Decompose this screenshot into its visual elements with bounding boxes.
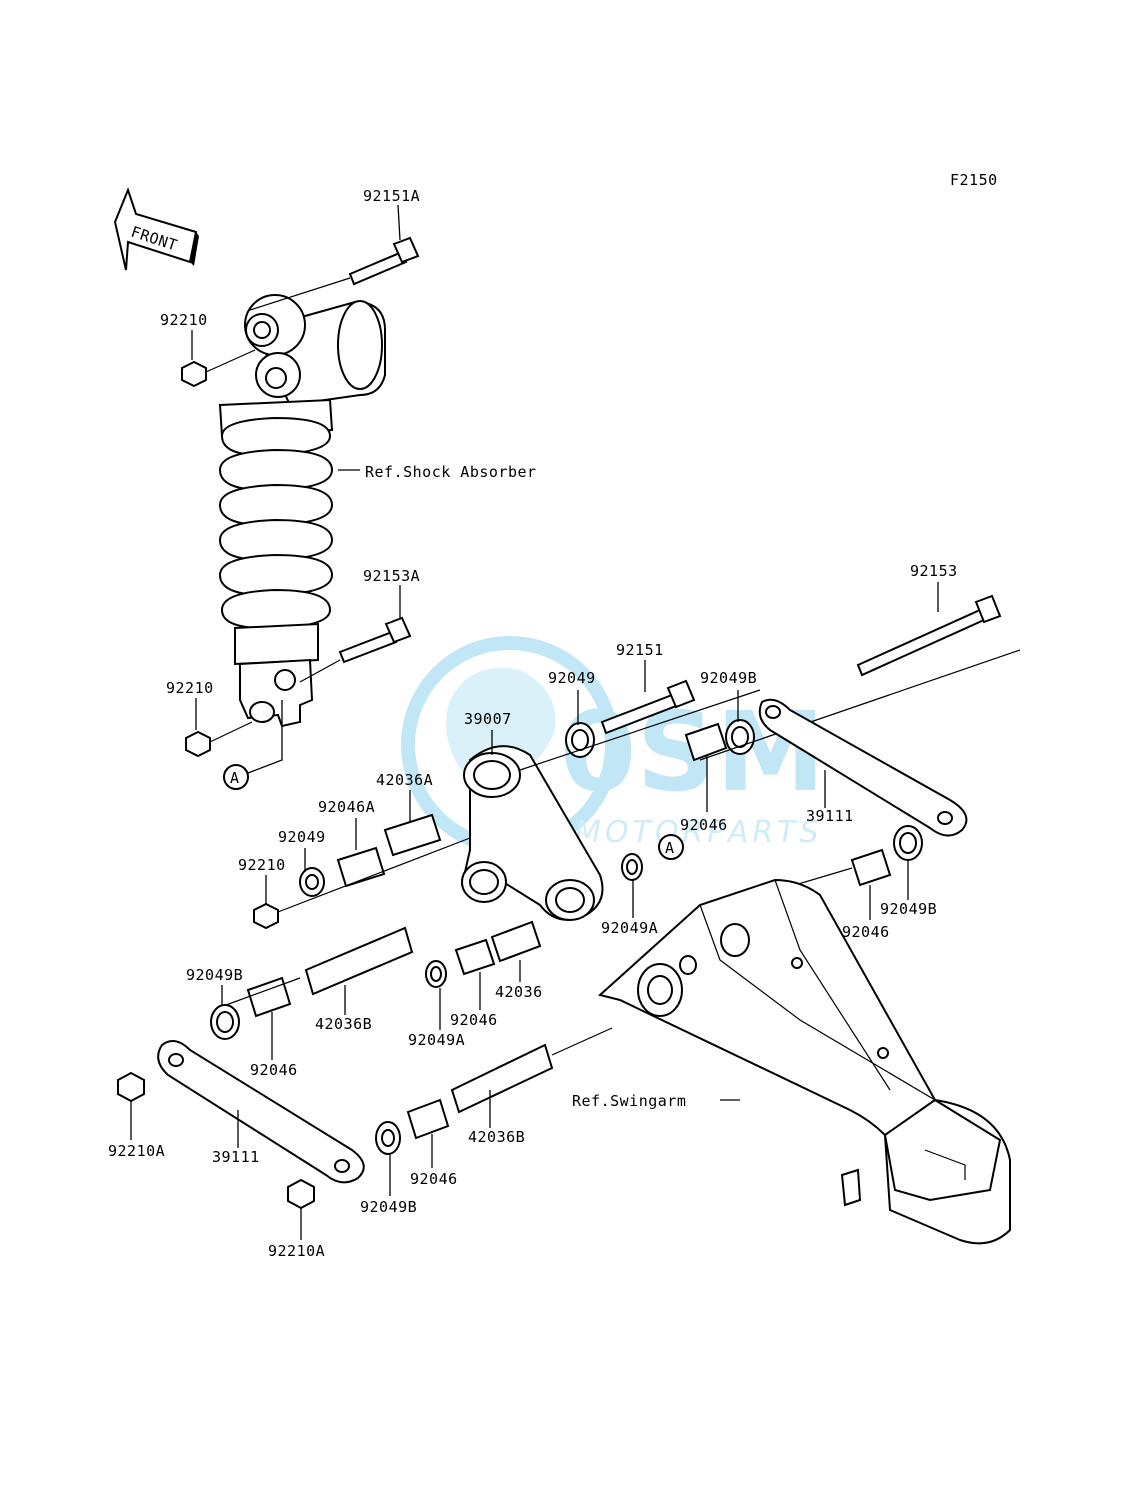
- part-label: 92151A: [363, 187, 420, 205]
- part-label: 92049B: [880, 900, 937, 918]
- sleeve-42036a: [383, 813, 442, 857]
- part-label: 92049: [278, 828, 326, 846]
- ref-swingarm: Ref.Swingarm: [572, 1092, 686, 1110]
- callout-a-right-label: A: [665, 839, 675, 857]
- part-label: 42036B: [315, 1015, 372, 1033]
- bolt-92153a: [299, 616, 412, 683]
- part-label: 39111: [212, 1148, 260, 1166]
- figure-code: F2150: [950, 171, 998, 189]
- part-label: 92210: [160, 311, 208, 329]
- tie-rod-39111-left: [157, 1040, 365, 1184]
- part-label: 92153A: [363, 567, 420, 585]
- nut-92210-mid: [185, 730, 211, 758]
- part-label: 92046: [680, 816, 728, 834]
- callout-a-left-label: A: [230, 769, 240, 787]
- part-label: 39007: [464, 710, 512, 728]
- sleeve-42036b-lower: [450, 1043, 554, 1114]
- part-label: 92049B: [360, 1198, 417, 1216]
- part-label: 92210: [166, 679, 214, 697]
- bearing-92046-upper: [684, 722, 728, 762]
- tie-rod-39111-right: [758, 698, 968, 837]
- bolt-92151: [600, 679, 696, 735]
- part-label: 92151: [616, 641, 664, 659]
- part-label: 92049A: [408, 1031, 465, 1049]
- part-label: 42036A: [376, 771, 433, 789]
- part-label: 42036B: [468, 1128, 525, 1146]
- part-label: 92049B: [700, 669, 757, 687]
- bolt-92151a: [249, 236, 420, 311]
- part-label: 92153: [910, 562, 958, 580]
- part-label: 92046: [450, 1011, 498, 1029]
- part-label: 92049B: [186, 966, 243, 984]
- front-arrow-icon: FRONT: [113, 187, 199, 271]
- part-label: 92210A: [108, 1142, 165, 1160]
- bolt-92153: [856, 594, 1002, 677]
- bearing-92046-left: [246, 976, 292, 1018]
- nut-92210a-bottom: [287, 1178, 315, 1210]
- shock-absorber: [218, 294, 386, 728]
- part-label: 39111: [806, 807, 854, 825]
- rocker-arm-39007: [460, 745, 604, 921]
- part-label: 92049: [548, 669, 596, 687]
- swingarm: [597, 878, 1011, 1245]
- bearing-92046-center: [454, 938, 496, 976]
- nut-92210-left: [253, 902, 279, 930]
- ref-shock-absorber: Ref.Shock Absorber: [365, 463, 537, 481]
- nut-92210a-left: [117, 1071, 145, 1103]
- sleeve-42036: [490, 920, 542, 963]
- leader-lines: [130, 204, 939, 1240]
- part-label: 92210: [238, 856, 286, 874]
- part-label: 92046: [842, 923, 890, 941]
- part-label: 92049A: [601, 919, 658, 937]
- bearing-92046-right: [850, 848, 892, 887]
- bearing-92046a: [336, 846, 386, 888]
- callout-a-left: [223, 764, 249, 790]
- watermark-sub: MOTORPARTS: [575, 815, 823, 850]
- part-label: 92210A: [268, 1242, 325, 1260]
- bearing-92046-bottom: [406, 1098, 450, 1140]
- nut-92210-top: [181, 360, 207, 388]
- callout-a-right: [658, 834, 684, 860]
- part-label: 92046A: [318, 798, 375, 816]
- part-label: 92046: [250, 1061, 298, 1079]
- part-label: 92046: [410, 1170, 458, 1188]
- part-label: 42036: [495, 983, 543, 1001]
- sleeve-42036b-upper: [304, 926, 414, 996]
